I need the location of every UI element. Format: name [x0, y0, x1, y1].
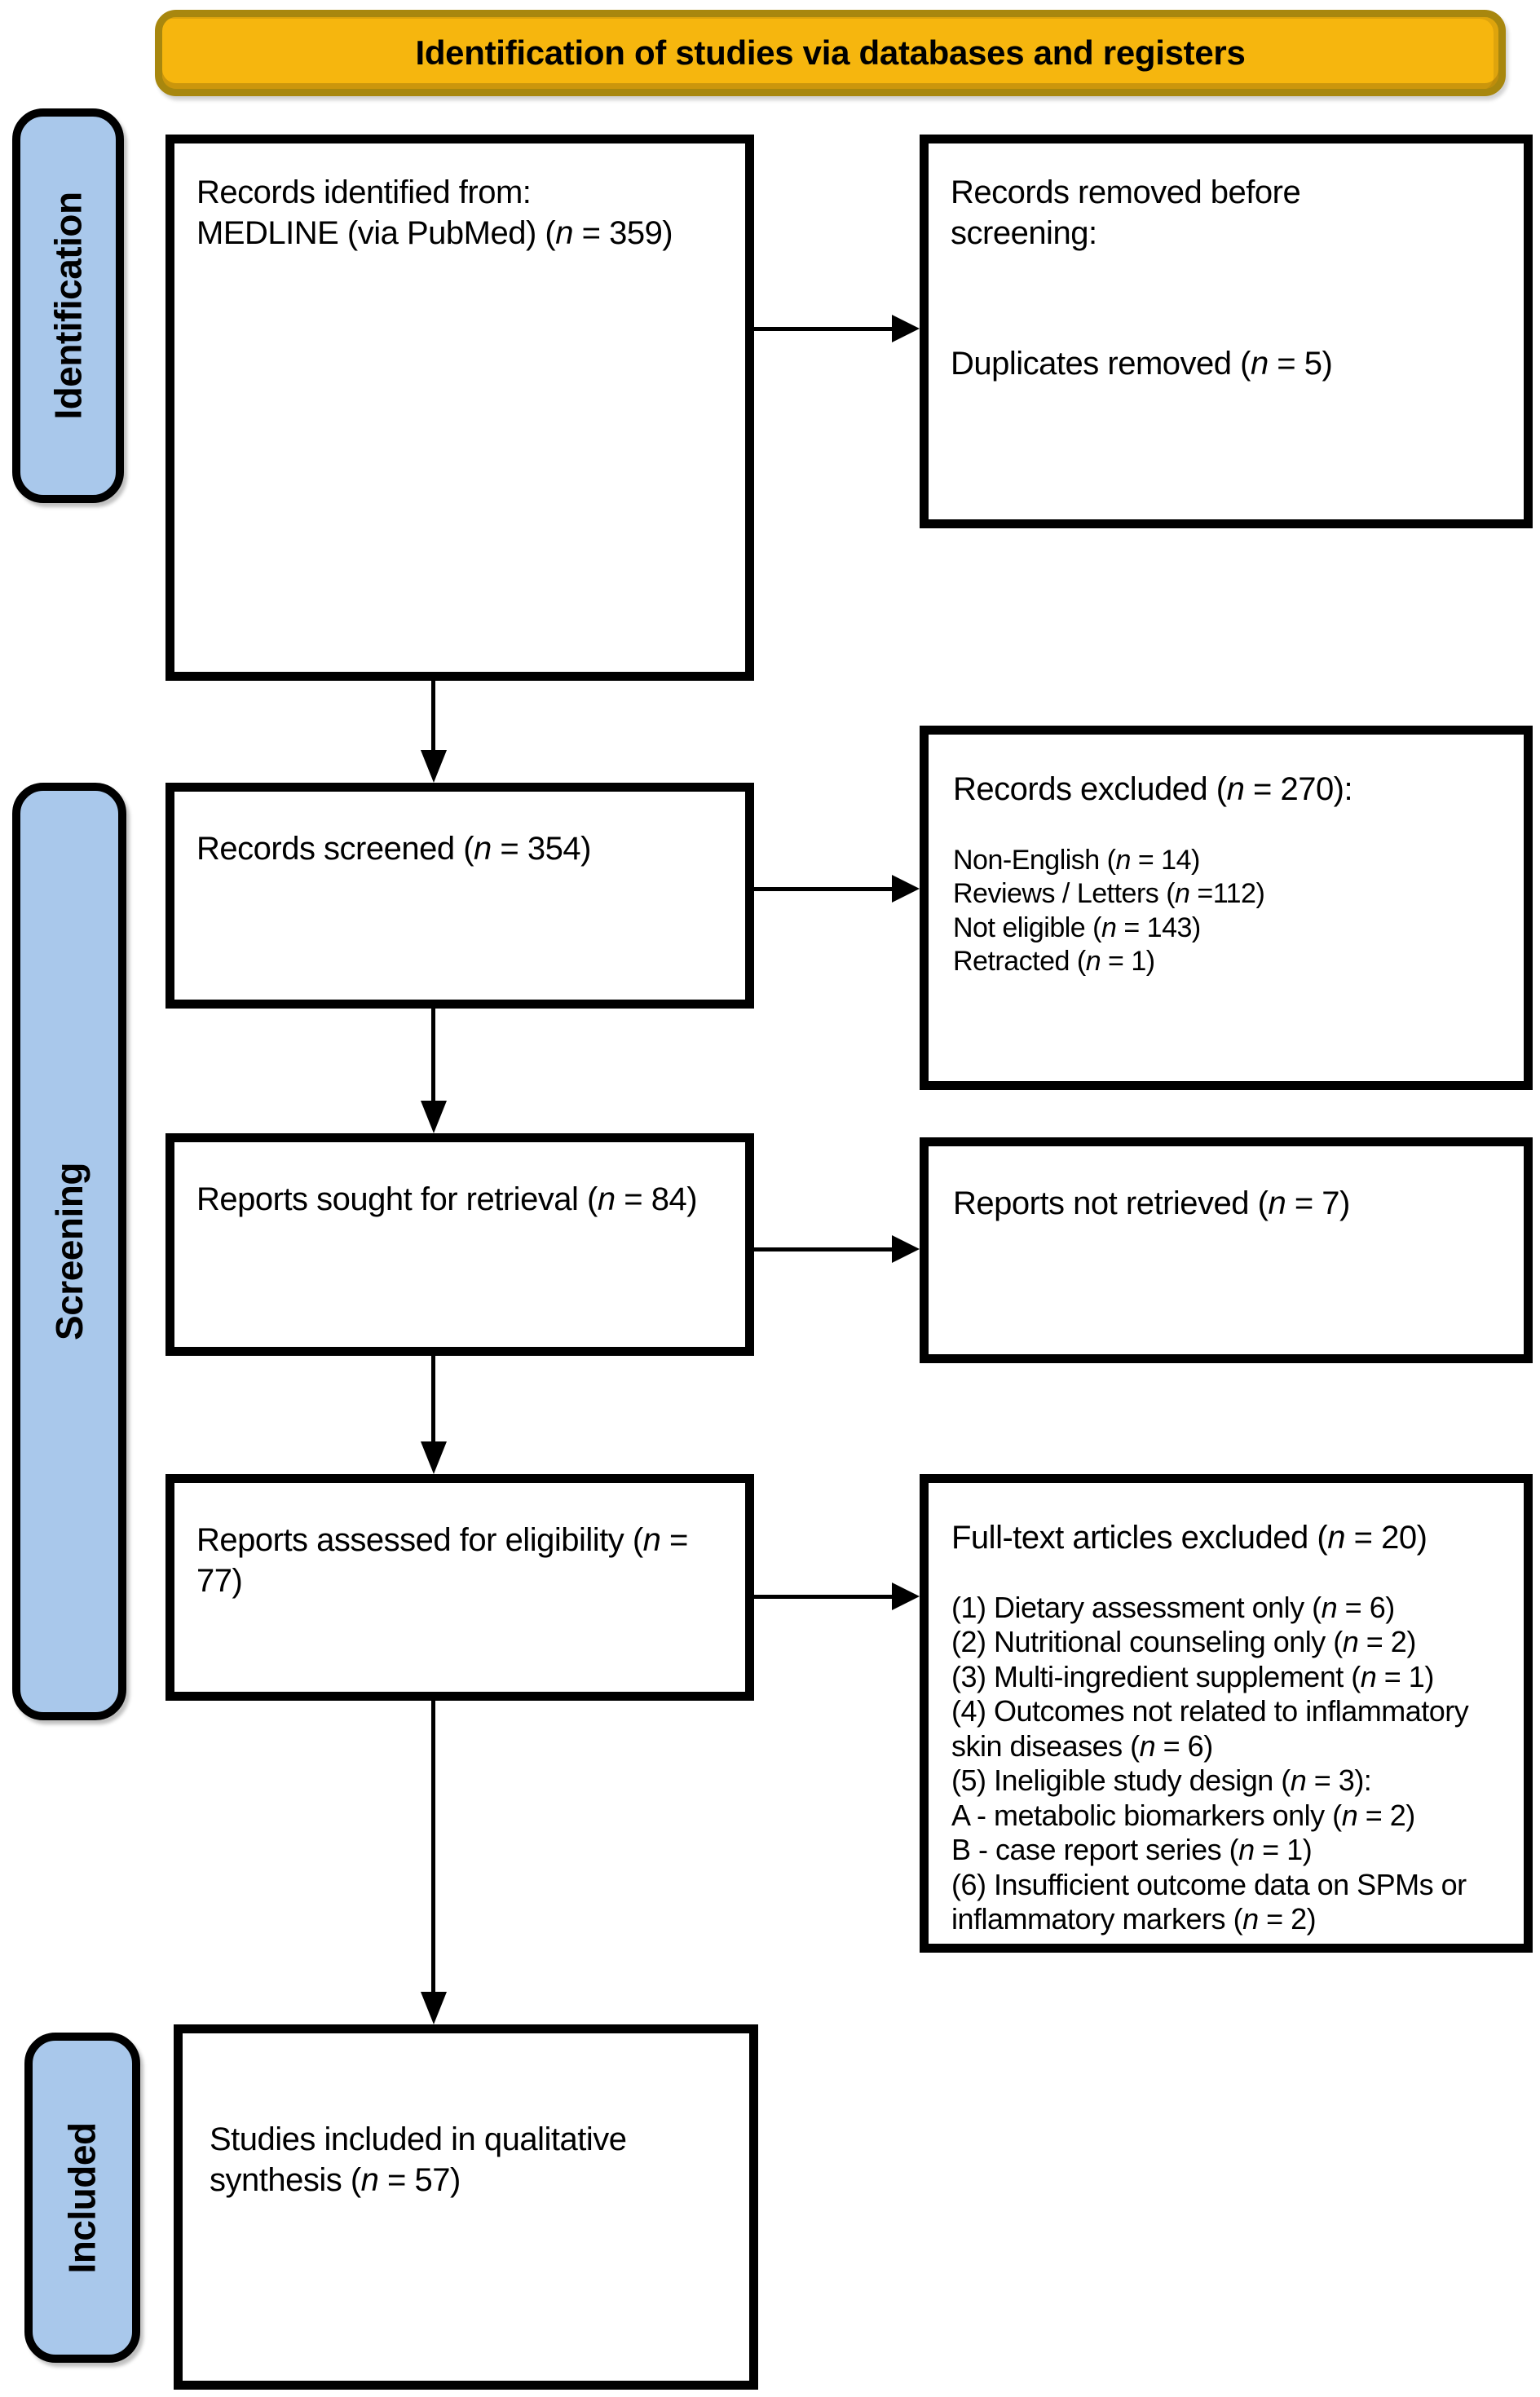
box-fulltext-excluded-item: (2) Nutritional counseling only (n = 2)	[951, 1625, 1416, 1659]
arrowhead-down-icon	[421, 1441, 447, 1474]
stage-label-identification: Identification	[46, 192, 90, 420]
box-records-removed: Records removed before screening: Duplic…	[920, 135, 1533, 528]
box-records-excluded-item: Reviews / Letters (n =112)	[953, 878, 1265, 910]
box-fulltext-excluded-item: (1) Dietary assessment only (n = 6)	[951, 1591, 1395, 1624]
connector-line	[754, 1595, 894, 1599]
box-fulltext-excluded-item: (3) Multi-ingredient supplement (n = 1)	[951, 1659, 1434, 1693]
box-records-excluded-heading: Records excluded (n = 270):	[953, 771, 1353, 807]
stage-band-included: Included	[24, 2033, 140, 2363]
box-fulltext-excluded-item: B - case report series (n = 1)	[951, 1833, 1313, 1867]
stage-band-identification: Identification	[12, 108, 124, 503]
arrowhead-right-icon	[892, 1583, 920, 1610]
banner-title: Identification of studies via databases …	[415, 33, 1246, 72]
box-records-excluded-item: Retracted (n = 1)	[953, 946, 1155, 978]
box-reports-not-retrieved: Reports not retrieved (n = 7)	[920, 1137, 1533, 1363]
connector-line	[754, 887, 894, 891]
box-records-excluded-item: Non-English (n = 14)	[953, 845, 1200, 876]
box-records-excluded: Records excluded (n = 270): Non-English …	[920, 726, 1533, 1090]
box-reports-sought: Reports sought for retrieval (n = 84)	[165, 1133, 754, 1356]
stage-label-included: Included	[61, 2121, 104, 2274]
box-studies-included: Studies included in qualitative synthesi…	[174, 2024, 758, 2390]
connector-line	[431, 1356, 435, 1444]
box-reports-sought-text: Reports sought for retrieval (n = 84)	[196, 1181, 698, 1217]
box-records-identified-line: Records identified from:	[196, 174, 532, 210]
box-reports-not-retrieved-text: Reports not retrieved (n = 7)	[953, 1185, 1350, 1221]
connector-line	[431, 681, 435, 754]
connector-line	[754, 327, 894, 331]
box-records-screened: Records screened (n = 354)	[165, 783, 754, 1009]
arrowhead-right-icon	[892, 875, 920, 903]
connector-line	[431, 1701, 435, 1994]
box-fulltext-excluded-item: (6) Insufficient outcome data on SPMs or…	[951, 1867, 1467, 1936]
arrowhead-down-icon	[421, 1101, 447, 1133]
box-records-removed-item: Duplicates removed (n = 5)	[951, 346, 1333, 382]
box-records-screened-text: Records screened (n = 354)	[196, 831, 591, 867]
box-fulltext-excluded-item: (5) Ineligible study design (n = 3):	[951, 1764, 1372, 1798]
box-records-identified-line: MEDLINE (via PubMed) (n = 359)	[196, 215, 673, 251]
box-studies-included-text: Studies included in qualitative synthesi…	[210, 2121, 627, 2198]
box-records-removed-heading: Records removed before screening:	[951, 174, 1301, 251]
arrowhead-right-icon	[892, 1235, 920, 1263]
box-reports-assessed-text: Reports assessed for eligibility (n = 77…	[196, 1522, 688, 1599]
connector-line	[431, 1009, 435, 1102]
box-fulltext-excluded-heading: Full-text articles excluded (n = 20)	[951, 1520, 1427, 1556]
box-records-identified: Records identified from: MEDLINE (via Pu…	[165, 135, 754, 681]
stage-label-screening: Screening	[48, 1163, 91, 1340]
box-records-excluded-item: Not eligible (n = 143)	[953, 912, 1201, 943]
arrowhead-right-icon	[892, 315, 920, 342]
box-fulltext-excluded: Full-text articles excluded (n = 20) (1)…	[920, 1474, 1533, 1953]
box-fulltext-excluded-item: (4) Outcomes not related to inflammatory…	[951, 1694, 1469, 1763]
banner: Identification of studies via databases …	[155, 10, 1506, 96]
box-fulltext-excluded-item: A - metabolic biomarkers only (n = 2)	[951, 1798, 1415, 1832]
box-reports-assessed: Reports assessed for eligibility (n = 77…	[165, 1474, 754, 1701]
stage-band-screening: Screening	[12, 783, 126, 1720]
arrowhead-down-icon	[421, 1992, 447, 2024]
connector-line	[754, 1247, 894, 1251]
arrowhead-down-icon	[421, 750, 447, 783]
